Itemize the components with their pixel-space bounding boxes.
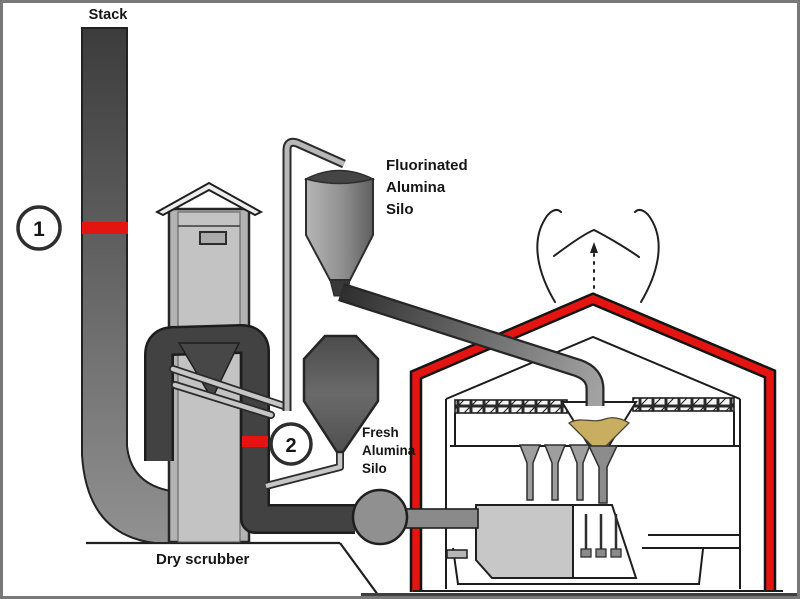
fume-curve-left [536,209,562,303]
feeder-4 [587,445,619,504]
interior-ceiling [445,335,741,400]
fresh-alumina-silo [302,334,380,454]
ground-slope-line [339,542,381,596]
anode-rods [580,514,622,558]
sampling-point-2-circle [269,422,313,466]
fluorinated-silo-label-line2: Alumina [386,179,446,196]
fresh-silo-label-line1: Fresh [362,425,399,440]
roof-vent-fumes [536,209,660,303]
electrolysis-cell [475,504,638,579]
fresh-feed-pipe [265,452,343,489]
deck-left [454,399,568,414]
sampling-point-1-circle [16,205,62,251]
anode-feeders [518,444,619,504]
diagram-canvas: 1 2 Stack Dry scrubber Fluorinated Alumi… [3,3,797,596]
gas-collection-pipe [402,508,479,529]
sampling-point-1-number: 1 [33,218,45,241]
gas-duct [146,326,355,532]
stack-label: Stack [89,7,129,23]
anode-compartment [572,504,638,579]
cell-pit-outline [452,547,704,585]
scrubber-hopper [177,342,241,401]
floor-ledge [446,549,468,559]
vent-line-right [593,229,640,258]
fluorinated-silo-label: Fluorinated Alumina Silo [386,157,468,218]
scrubber-transfer-pipes [169,365,291,419]
fume-curve-right [634,209,660,303]
scrubber-roof [154,181,264,217]
transfer-pipe2 [172,382,274,418]
fresh-silo-feed-pipe-group [265,452,344,490]
anode-block-3 [610,548,622,558]
sampling-point-2-number: 2 [285,435,296,457]
transfer-pipe [170,366,290,410]
vent-line-left [553,229,595,257]
blower-pump [351,488,409,546]
building-outline-red [412,294,774,592]
feeder-3 [568,444,592,501]
sampling-point-2-marker: 2 [269,422,313,466]
fresh-silo-label: Fresh Alumina Silo [362,425,416,476]
anode-block-1 [580,548,592,558]
feeder-2 [543,444,567,501]
deck-right [632,397,735,412]
riser-pipe [284,139,346,411]
dry-scrubber-label: Dry scrubber [156,551,250,568]
pot-feed-pipe-group [338,282,605,406]
gas-ductwork [144,324,355,534]
sampling-point-2-band [242,436,268,447]
fume-arrow-up-icon [590,242,598,253]
foundation-bar [361,593,797,596]
feeder-1 [518,444,542,501]
riser-pipe-group [282,137,346,411]
stack-duct [81,27,172,544]
cell-body [475,504,574,579]
gas-collection [351,488,479,546]
potroom-building-outline [409,292,777,592]
fresh-silo-label-line3: Silo [362,461,387,476]
fresh-silo-label-line2: Alumina [362,443,416,458]
fluorinated-silo-label-line1: Fluorinated [386,157,468,174]
sampling-point-1-band [82,222,128,234]
scrubber-hatch [199,231,227,245]
feed-hopper [560,401,638,450]
sampling-point-1-marker: 1 [16,205,62,251]
alumina-in-hopper [567,417,631,448]
pot-feed-pipe [338,285,603,406]
anode-block-2 [595,548,607,558]
fluorinated-silo-cap [303,169,376,185]
fluorinated-silo-label-line3: Silo [386,201,414,218]
